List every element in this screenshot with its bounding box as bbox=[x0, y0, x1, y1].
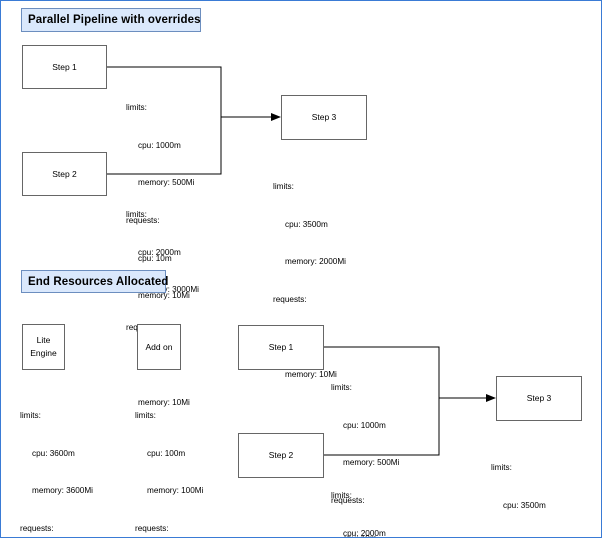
resources-bottom-step1: limits: cpu: 1000m memory: 500Mi request… bbox=[331, 357, 400, 537]
node-top-step2-label: Step 2 bbox=[52, 168, 77, 179]
node-add-on[interactable]: Add on bbox=[137, 324, 181, 370]
resources-add-on: limits: cpu: 100m memory: 100Mi requests… bbox=[135, 385, 204, 537]
limits-label: limits: bbox=[491, 463, 512, 473]
resources-bottom-step3: limits: cpu: 3500m memory: 2000Mi reques… bbox=[491, 437, 564, 537]
node-top-step1[interactable]: Step 1 bbox=[22, 45, 107, 89]
limits-label: limits: bbox=[331, 491, 352, 501]
limits-cpu: cpu: 100m bbox=[147, 448, 186, 458]
requests-memory: memory: 10Mi bbox=[138, 398, 190, 408]
requests-label: requests: bbox=[331, 496, 365, 506]
node-lite-engine[interactable]: Lite Engine bbox=[22, 324, 65, 370]
limits-cpu: cpu: 1000m bbox=[138, 140, 181, 150]
requests-cpu: cpu: 10m bbox=[331, 533, 399, 537]
node-bottom-step2-label: Step 2 bbox=[268, 450, 294, 461]
node-top-step2[interactable]: Step 2 bbox=[22, 152, 107, 196]
limits-label: limits: bbox=[20, 411, 41, 421]
limits-memory: memory: 500Mi bbox=[138, 178, 195, 188]
limits-cpu: cpu: 1000m bbox=[343, 420, 386, 430]
arrowhead-bottom-step3 bbox=[486, 394, 496, 402]
limits-cpu: cpu: 3500m bbox=[285, 219, 328, 229]
requests-label: requests: bbox=[126, 216, 160, 226]
section-banner-end-resources-label: End Resources Allocated bbox=[28, 275, 169, 288]
limits-cpu: cpu: 2000m bbox=[138, 247, 181, 257]
section-banner-end-resources: End Resources Allocated bbox=[21, 270, 169, 293]
node-bottom-step1-label: Step 1 bbox=[268, 342, 294, 353]
limits-memory: memory: 500Mi bbox=[343, 458, 400, 468]
resources-top-step1: limits: cpu: 1000m memory: 500Mi request… bbox=[126, 77, 194, 328]
node-bottom-step2[interactable]: Step 2 bbox=[238, 433, 324, 478]
node-add-on-label: Add on bbox=[145, 341, 173, 352]
node-bottom-step3[interactable]: Step 3 bbox=[496, 376, 582, 421]
limits-memory: memory: 2000Mi bbox=[285, 257, 346, 267]
node-top-step3-label: Step 3 bbox=[311, 112, 337, 123]
limits-label: limits: bbox=[126, 103, 147, 113]
requests-label: requests: bbox=[20, 524, 54, 534]
limits-label: limits: bbox=[135, 411, 156, 421]
arrowhead-top-step3 bbox=[271, 113, 281, 121]
limits-cpu: cpu: 3500m bbox=[503, 500, 546, 510]
section-banner-parallel-pipeline-label: Parallel Pipeline with overrides bbox=[28, 14, 201, 26]
node-top-step1-label: Step 1 bbox=[52, 61, 77, 72]
limits-cpu: cpu: 3600m bbox=[32, 448, 75, 458]
node-top-step3[interactable]: Step 3 bbox=[281, 95, 367, 140]
limits-label: limits: bbox=[273, 182, 294, 192]
node-lite-engine-label: Lite Engine bbox=[30, 335, 57, 358]
limits-cpu: cpu: 2000m bbox=[343, 528, 386, 538]
limits-label: limits: bbox=[331, 383, 352, 393]
node-bottom-step3-label: Step 3 bbox=[526, 393, 552, 404]
resources-lite-engine: limits: cpu: 3600m memory: 3600Mi reques… bbox=[20, 385, 93, 537]
requests-label: requests: bbox=[135, 524, 169, 534]
node-bottom-step1[interactable]: Step 1 bbox=[238, 325, 324, 370]
requests-cpu: cpu: 10m bbox=[138, 253, 172, 263]
requests-label: requests: bbox=[273, 295, 307, 305]
section-banner-parallel-pipeline: Parallel Pipeline with overrides bbox=[21, 8, 201, 32]
requests-memory: memory: 10Mi bbox=[138, 291, 190, 301]
limits-memory: memory: 3600Mi bbox=[32, 486, 93, 496]
resources-bottom-step2: limits: cpu: 2000m memory: 3000Mi reques… bbox=[331, 465, 404, 538]
limits-memory: memory: 100Mi bbox=[147, 486, 204, 496]
limits-label: limits: bbox=[126, 210, 147, 220]
